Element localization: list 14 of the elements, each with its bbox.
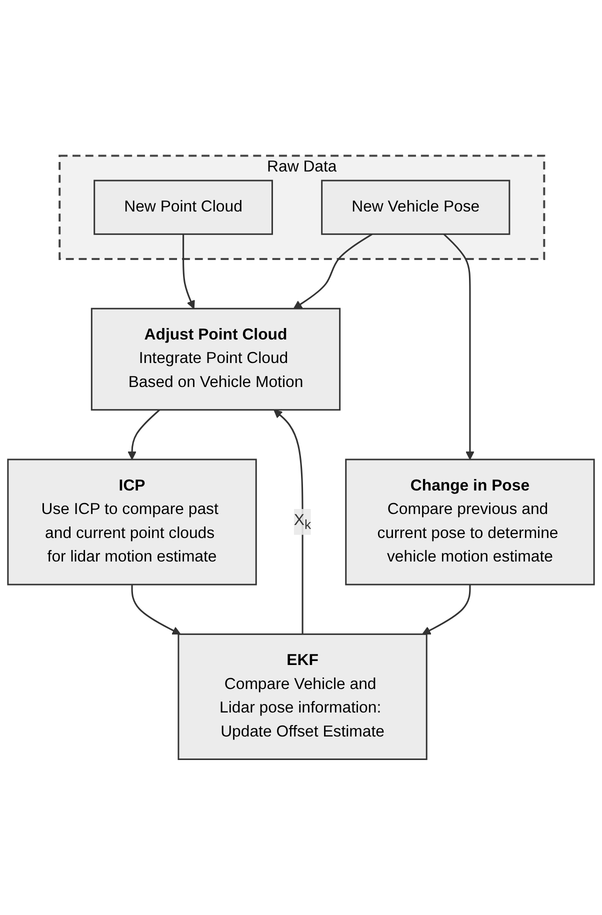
arrow — [293, 233, 373, 309]
arrow — [182, 234, 195, 309]
arrow — [274, 409, 304, 634]
node-box: Adjust Point Cloud Integrate Point Cloud Based on Vehicle Motion — [90, 308, 341, 411]
node-box: ICP Use ICP to compare past and current point clouds for lidar motion estimate — [7, 458, 257, 586]
node-box: New Vehicle Pose — [321, 180, 510, 235]
edge-label: X$_{k}$ — [294, 512, 312, 532]
arrow — [443, 234, 474, 460]
arrow — [128, 409, 160, 460]
arrow — [131, 584, 181, 635]
node-box: Change in Pose Compare previous and current pose to determine vehicle motion estimate — [345, 458, 595, 586]
node-box: New Point Cloud — [94, 180, 273, 235]
node-box: EKF Compare Vehicle and Lidar pose information: Update Offset Estimate — [178, 633, 428, 760]
arrow — [422, 584, 471, 635]
